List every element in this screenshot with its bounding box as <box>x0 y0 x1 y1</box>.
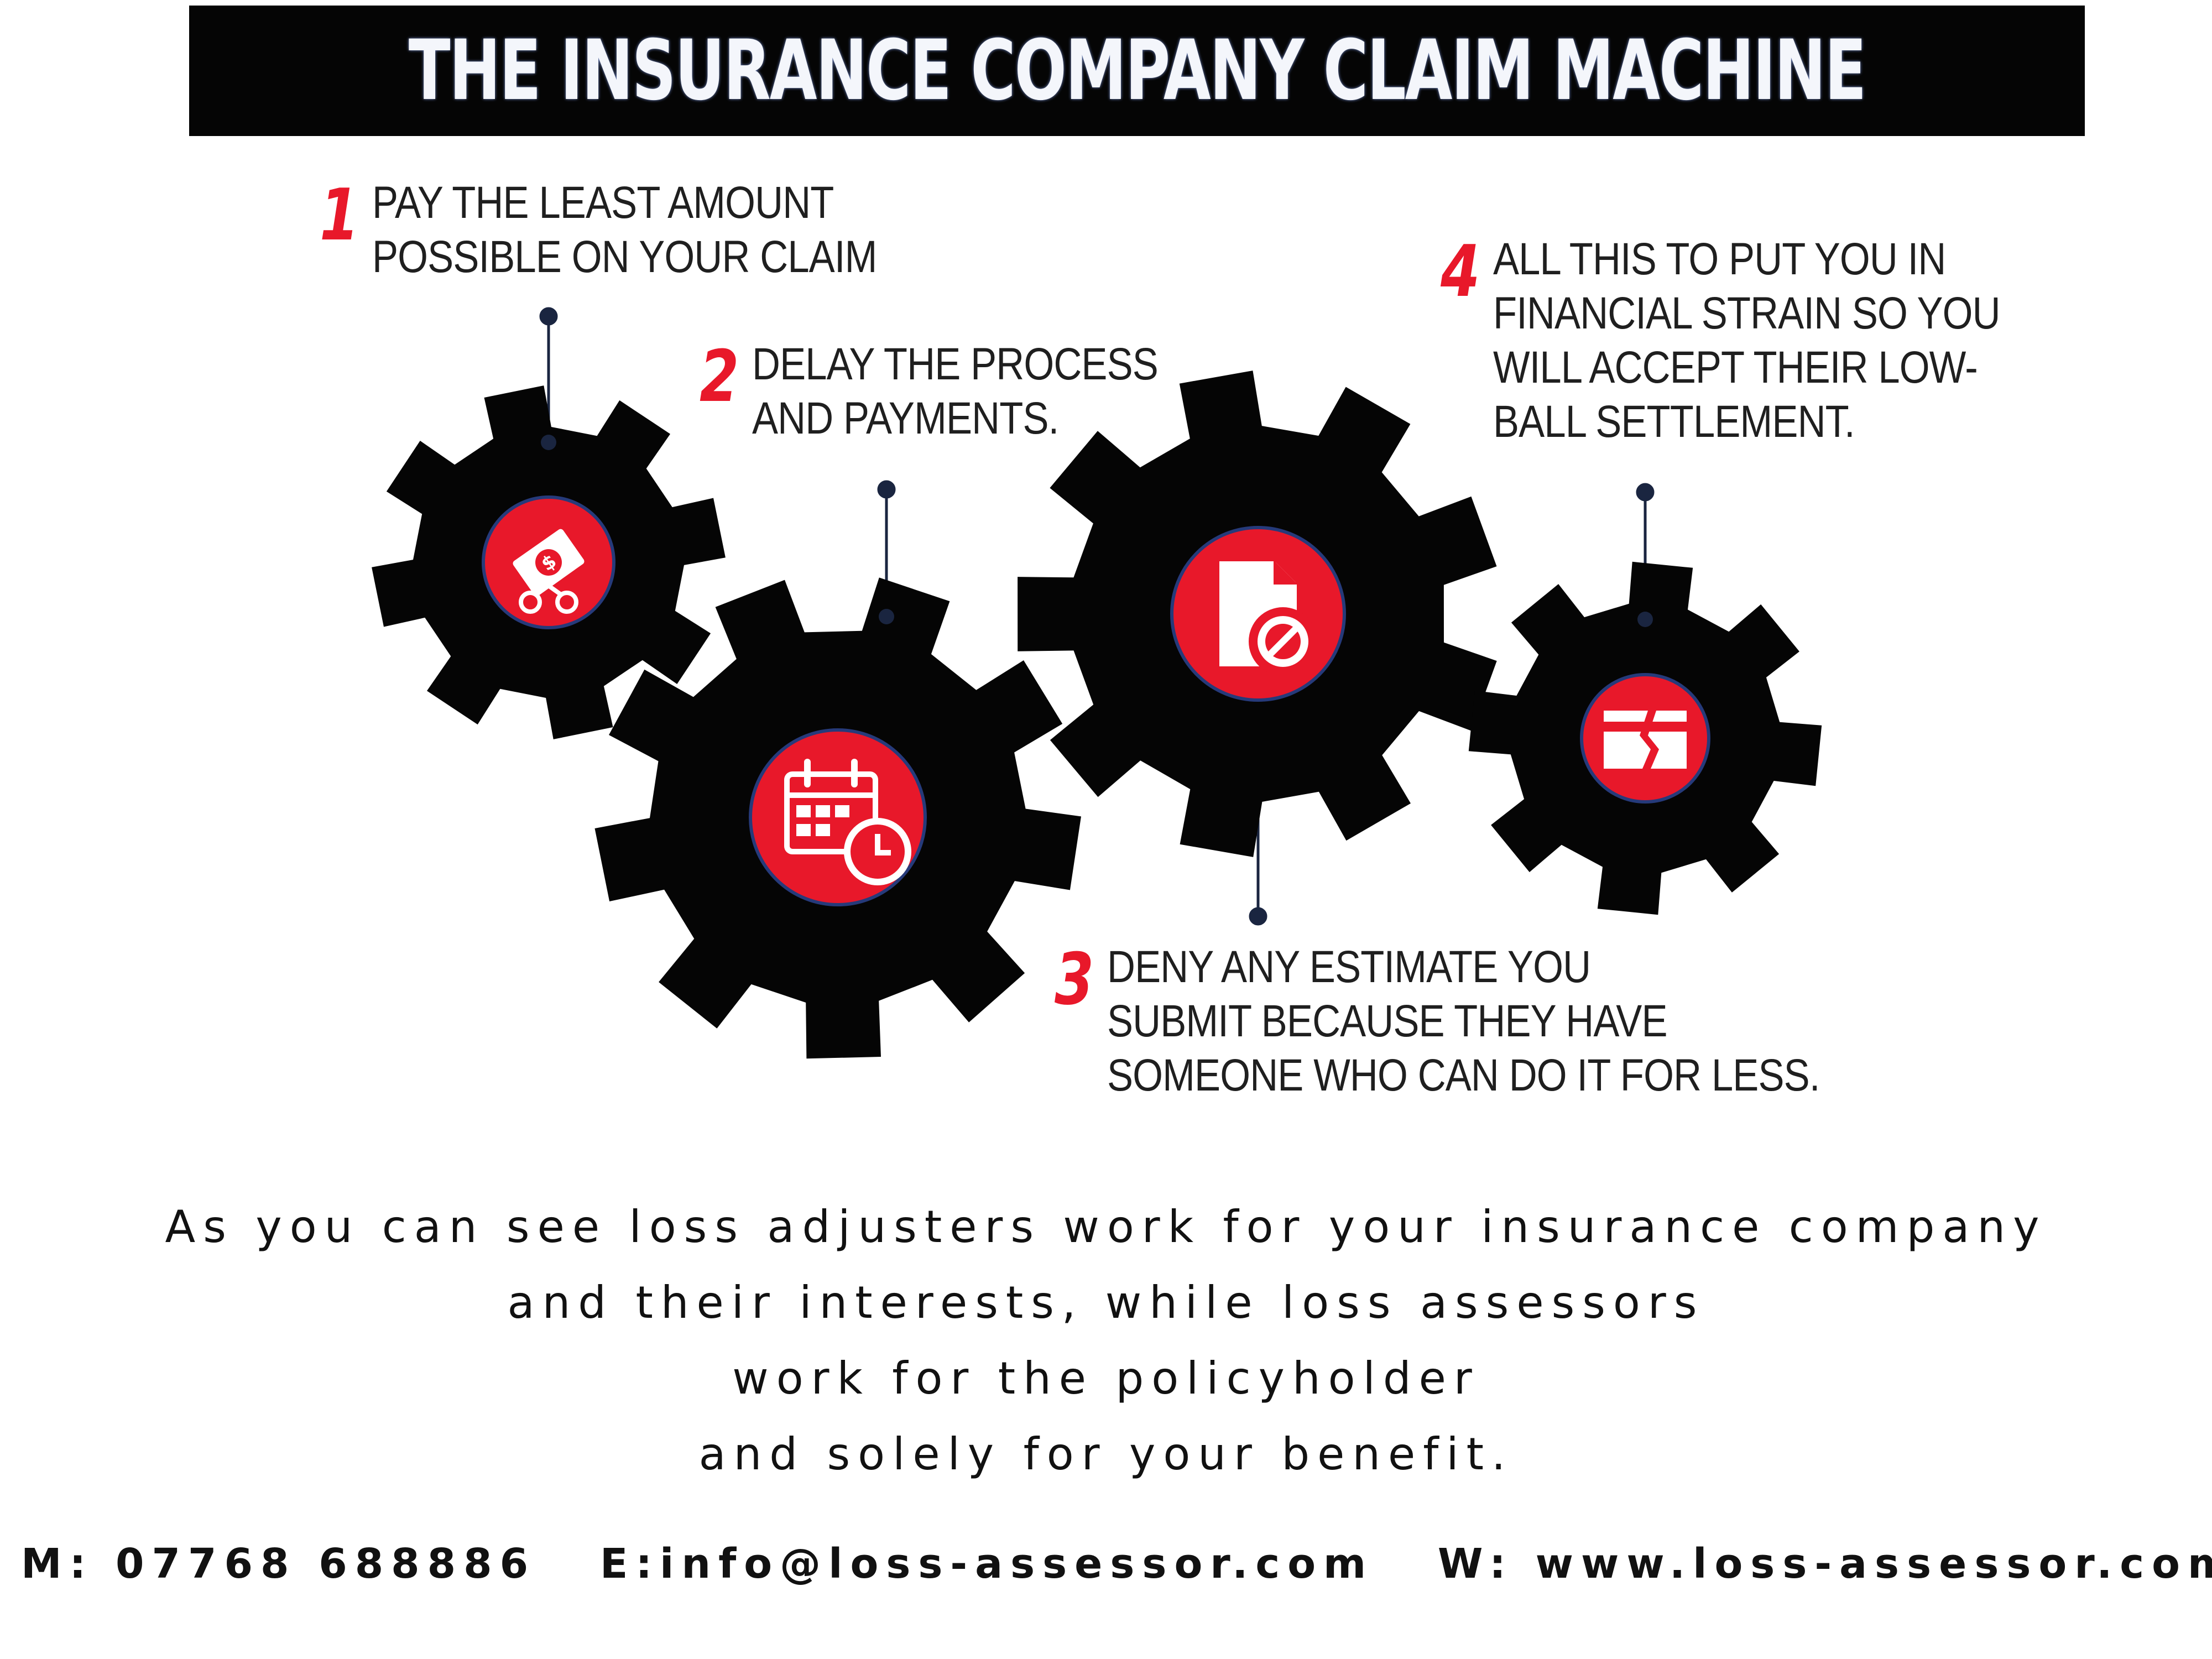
step-number: 4 <box>1441 231 1480 313</box>
message-line: and solely for your benefit. <box>698 1428 1514 1480</box>
message-line: and their interests, while loss assessor… <box>507 1277 1705 1328</box>
step-description: ALL THIS TO PUT YOU IN FINANCIAL STRAIN … <box>1493 232 2083 449</box>
step-text-line: BALL SETTLEMENT. <box>1493 397 1855 447</box>
phone-number: M: 07768 688886 <box>21 1540 536 1588</box>
step-1: 1 PAY THE LEAST AMOUNT POSSIBLE ON YOUR … <box>320 176 959 284</box>
calendar-clock-icon <box>749 728 927 906</box>
step-text-line: DELAY THE PROCESS <box>752 339 1159 389</box>
step-description: DELAY THE PROCESS AND PAYMENTS. <box>752 337 1224 446</box>
title-banner: THE INSURANCE COMPANY CLAIM MACHINE <box>189 6 2085 136</box>
message-line: work for the policyholder <box>732 1353 1480 1404</box>
page-title: THE INSURANCE COMPANY CLAIM MACHINE <box>408 23 1867 119</box>
website-address: W: www.loss-assessor.com <box>1437 1540 2212 1588</box>
step-number: 1 <box>320 174 359 257</box>
step-text-line: SOMEONE WHO CAN DO IT FOR LESS. <box>1107 1050 1820 1100</box>
message-line: As you can see loss adjusters work for y… <box>165 1201 2047 1253</box>
step-number: 2 <box>700 336 739 418</box>
step-3: 3 DENY ANY ESTIMATE YOU SUBMIT BECAUSE T… <box>1055 940 1936 1103</box>
contact-footer: M: 07768 688886 E:info@loss-assessor.com… <box>0 1540 2212 1588</box>
step-number: 3 <box>1055 938 1094 1021</box>
step-text-line: POSSIBLE ON YOUR CLAIM <box>372 232 877 282</box>
step-text-line: WILL ACCEPT THEIR LOW- <box>1493 342 1978 393</box>
email-address: E:info@loss-assessor.com <box>599 1540 1374 1588</box>
step-text-line: AND PAYMENTS. <box>752 393 1059 444</box>
step-text-line: ALL THIS TO PUT YOU IN <box>1493 234 1946 284</box>
connector-lines <box>539 307 1655 926</box>
money-scissors-icon: $ <box>482 495 615 629</box>
step-text-line: SUBMIT BECAUSE THEY HAVE <box>1107 996 1668 1046</box>
connector-end-dots <box>541 435 1653 627</box>
summary-message: As you can see loss adjusters work for y… <box>0 1189 2212 1492</box>
broken-card-icon <box>1580 673 1710 804</box>
step-2: 2 DELAY THE PROCESS AND PAYMENTS. <box>700 337 1224 446</box>
step-text-line: PAY THE LEAST AMOUNT <box>372 178 834 228</box>
step-text-line: FINANCIAL STRAIN SO YOU <box>1493 288 2001 338</box>
step-description: PAY THE LEAST AMOUNT POSSIBLE ON YOUR CL… <box>372 176 959 284</box>
step-description: DENY ANY ESTIMATE YOU SUBMIT BECAUSE THE… <box>1107 940 1936 1103</box>
document-denied-icon <box>1170 526 1346 702</box>
step-4: 4 ALL THIS TO PUT YOU IN FINANCIAL STRAI… <box>1441 232 2083 449</box>
step-text-line: DENY ANY ESTIMATE YOU <box>1107 942 1591 992</box>
